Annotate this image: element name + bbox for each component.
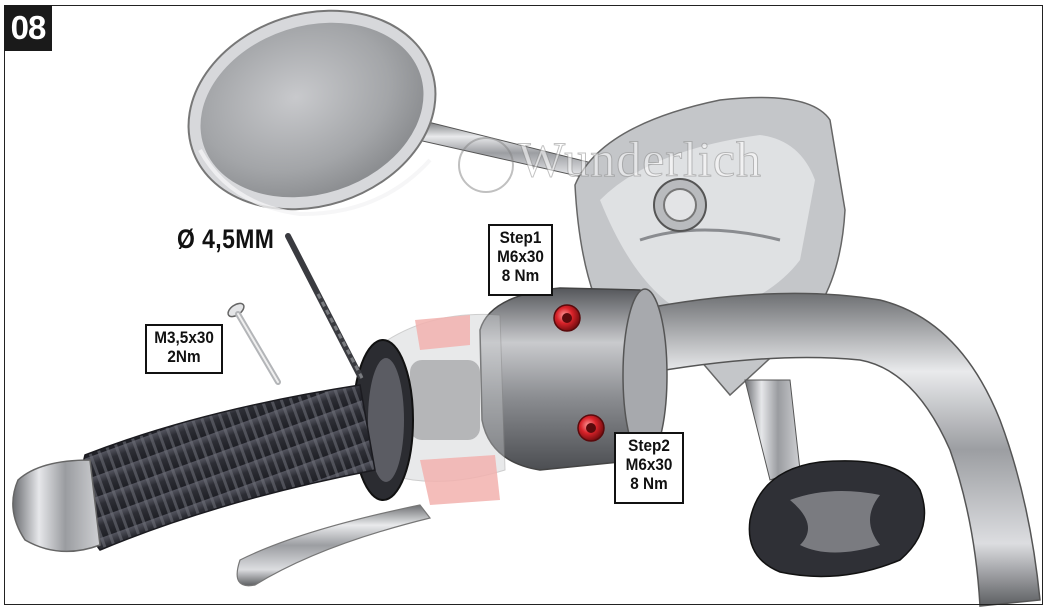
drill-size-label: Ø 4,5MM xyxy=(177,224,275,254)
step2-title: Step2 xyxy=(628,436,670,455)
indicator-icon xyxy=(748,460,926,578)
screw-spec-callout: M3,5x30 2Nm xyxy=(145,324,223,374)
step2-torque: 8 Nm xyxy=(630,474,668,493)
mirror-icon xyxy=(187,9,437,217)
indicator-stalk xyxy=(744,379,801,481)
watermark-text: Wunderlich xyxy=(517,131,763,188)
clamp-body xyxy=(479,287,668,471)
step2-size: M6x30 xyxy=(625,455,673,474)
watermark-logo: Wunderlich xyxy=(458,130,762,193)
screw-torque: 2Nm xyxy=(167,347,201,366)
brand-emblem-icon xyxy=(458,136,514,193)
bolt-icon xyxy=(553,304,605,442)
handlebar-icon xyxy=(589,292,1041,607)
drill-bit-icon xyxy=(285,233,364,379)
brake-lever-icon xyxy=(236,504,432,587)
step1-title: Step1 xyxy=(499,228,542,247)
step1-torque: 8 Nm xyxy=(501,266,540,285)
step-number-badge: 08 xyxy=(4,5,52,51)
bar-end xyxy=(12,459,101,553)
step2-callout: Step2 M6x30 8 Nm xyxy=(614,432,684,504)
grip-icon xyxy=(79,384,376,551)
screw-icon xyxy=(227,302,281,385)
step1-callout: Step1 M6x30 8 Nm xyxy=(488,224,553,296)
step1-size: M6x30 xyxy=(497,247,544,266)
screw-size: M3,5x30 xyxy=(154,328,214,347)
